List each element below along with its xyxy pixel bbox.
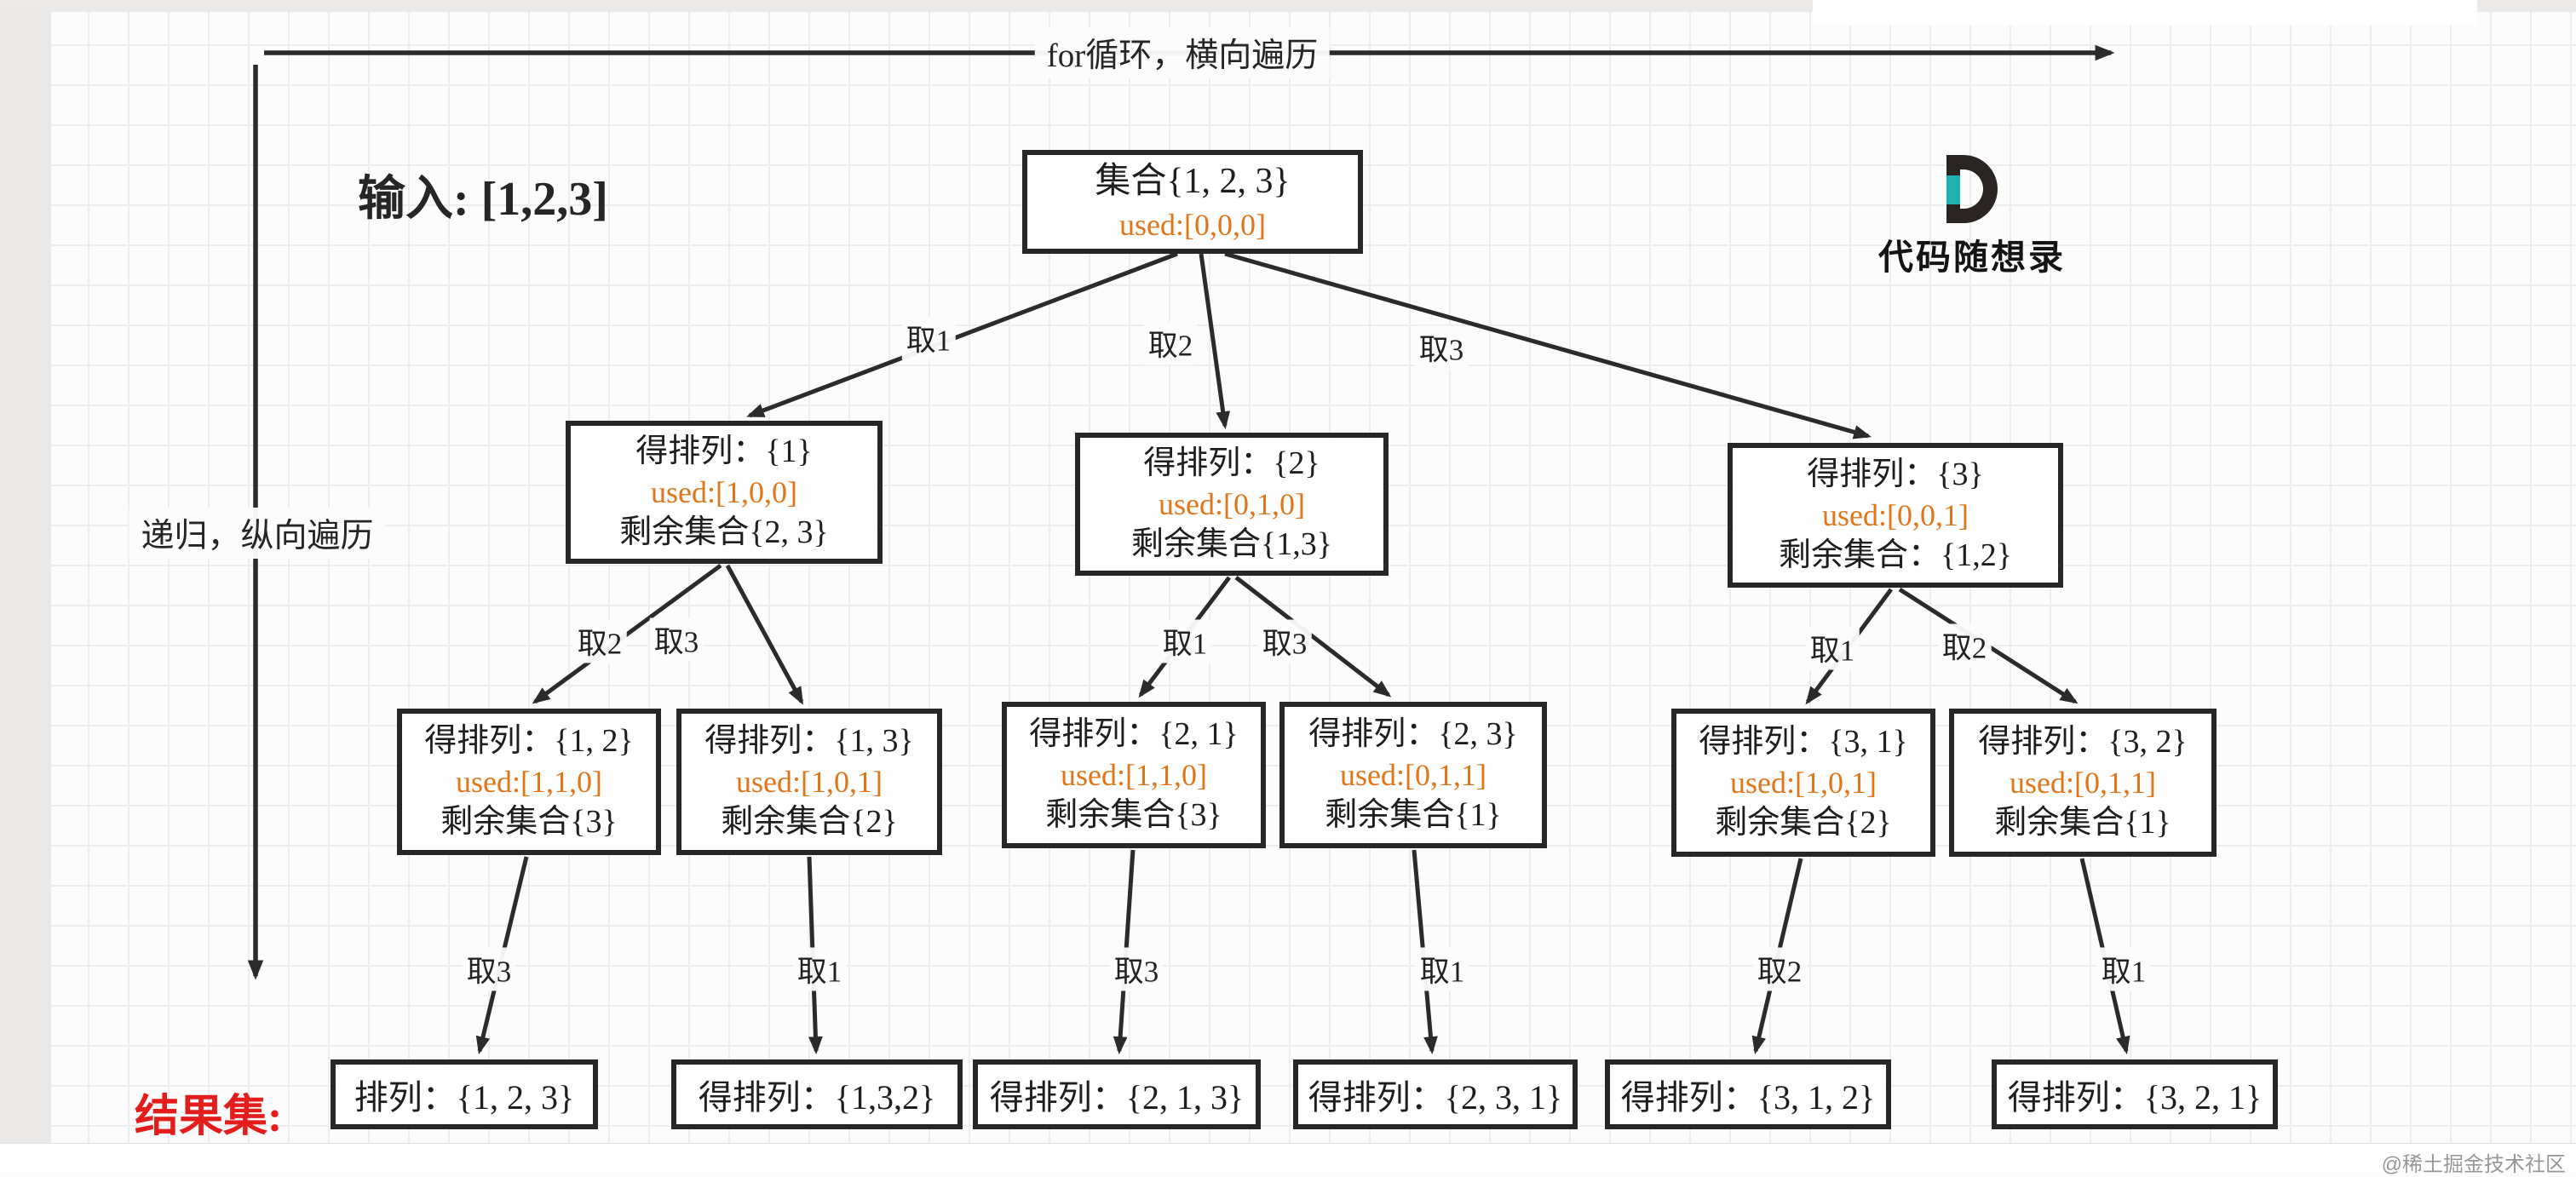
used-array: used:[0,0,0] bbox=[1119, 207, 1266, 242]
horizontal-axis-label: for循环，横向遍历 bbox=[1034, 27, 1331, 78]
result-box-213: 得排列：{2, 1, 3} bbox=[973, 1059, 1261, 1129]
edge-label: 取2 bbox=[572, 619, 627, 663]
tree-node-take3: 得排列：{3} used:[0,0,1] 剩余集合：{1,2} bbox=[1728, 443, 2063, 588]
edge-label-take1: 取1 bbox=[901, 316, 956, 360]
result-box-312: 得排列：{3, 1, 2} bbox=[1605, 1059, 1891, 1129]
used-array: used:[1,0,1] bbox=[736, 764, 883, 799]
result-box-321: 得排列：{3, 2, 1} bbox=[1992, 1059, 2278, 1129]
tree-node-13: 得排列：{1, 3} used:[1,0,1] 剩余集合{2} bbox=[676, 709, 942, 855]
edge-label-take3: 取3 bbox=[1414, 325, 1469, 370]
tree-node-31: 得排列：{3, 1} used:[1,0,1] 剩余集合{2} bbox=[1671, 709, 1935, 857]
used-array: used:[1,0,0] bbox=[651, 474, 797, 509]
edge-label: 取1 bbox=[1415, 947, 1469, 991]
input-label: 输入: [1,2,3] bbox=[358, 173, 608, 226]
edge-label: 取2 bbox=[1752, 947, 1807, 991]
edge-label: 取3 bbox=[462, 947, 516, 991]
used-array: used:[1,0,1] bbox=[1730, 765, 1877, 800]
watermark: @稀土掘金技术社区 bbox=[2381, 1153, 2566, 1176]
edge-label: 取3 bbox=[1257, 619, 1312, 663]
used-array: used:[0,1,1] bbox=[1340, 757, 1486, 792]
used-array: used:[1,1,0] bbox=[1061, 757, 1207, 792]
used-array: used:[0,0,1] bbox=[1822, 497, 1969, 532]
left-margin-band bbox=[0, 0, 51, 1143]
result-box-132: 得排列：{1,3,2} bbox=[671, 1059, 963, 1129]
tree-node-21: 得排列：{2, 1} used:[1,1,0] 剩余集合{3} bbox=[1002, 702, 1266, 848]
tree-node-take2: 得排列：{2} used:[0,1,0] 剩余集合{1,3} bbox=[1075, 433, 1389, 576]
used-array: used:[0,1,0] bbox=[1159, 486, 1305, 521]
edge-label: 取2 bbox=[1937, 623, 1992, 668]
edge-label: 取1 bbox=[2096, 947, 2151, 991]
logo: 代码随想录 bbox=[1857, 155, 2087, 279]
tree-node-12: 得排列：{1, 2} used:[1,1,0] 剩余集合{3} bbox=[397, 709, 661, 855]
edge-label: 取1 bbox=[1158, 619, 1212, 663]
logo-teal-accent bbox=[1946, 175, 1960, 204]
logo-d-icon bbox=[1946, 155, 1998, 223]
edge-label-take2: 取2 bbox=[1143, 321, 1198, 365]
result-set-label: 结果集: bbox=[135, 1093, 283, 1141]
edge-label: 取1 bbox=[792, 947, 847, 991]
result-box-123: 排列：{1, 2, 3} bbox=[331, 1059, 598, 1129]
used-array: used:[1,1,0] bbox=[456, 764, 602, 799]
tree-node-32: 得排列：{3, 2} used:[0,1,1] 剩余集合{1} bbox=[1949, 709, 2217, 857]
tree-node-23: 得排列：{2, 3} used:[0,1,1] 剩余集合{1} bbox=[1279, 702, 1547, 848]
bottom-band: @稀土掘金技术社区 bbox=[0, 1143, 2576, 1176]
vertical-axis-label: 递归，纵向遍历 bbox=[129, 508, 386, 559]
tree-node-take1: 得排列：{1} used:[1,0,0] 剩余集合{2, 3} bbox=[566, 421, 883, 564]
edge-label: 取1 bbox=[1805, 626, 1860, 670]
result-box-231: 得排列：{2, 3, 1} bbox=[1293, 1059, 1578, 1129]
edge-label: 取3 bbox=[649, 617, 704, 662]
used-array: used:[0,1,1] bbox=[2010, 765, 2156, 800]
logo-brand-text: 代码随想录 bbox=[1878, 238, 2066, 277]
tree-node-root: 集合{1, 2, 3} used:[0,0,0] bbox=[1022, 150, 1363, 254]
top-right-white-band bbox=[1813, 0, 2477, 26]
edge-label: 取3 bbox=[1109, 947, 1164, 991]
